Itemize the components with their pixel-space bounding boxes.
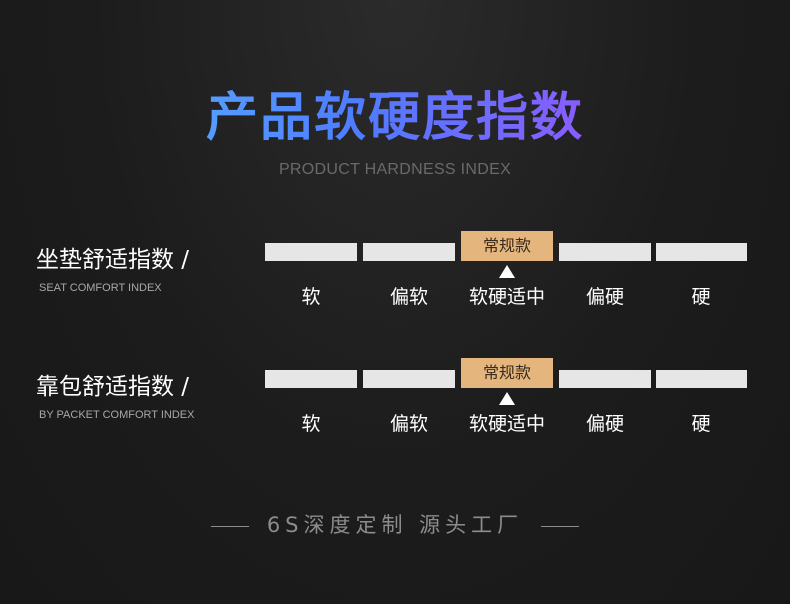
page-subtitle: PRODUCT HARDNESS INDEX	[278, 161, 512, 178]
scale-tick-label: 软	[301, 413, 321, 435]
seat-comfort-sublabel: SEAT COMFORT INDEX	[39, 282, 162, 294]
back-cushion-comfort-label: 靠包舒适指数 /	[36, 374, 190, 400]
scale-tick-label: 偏硬	[585, 413, 624, 435]
scale-tick-label: 软硬适中	[468, 286, 545, 308]
footer-text: 6S深度定制 源头工厂	[266, 513, 524, 537]
scale-bar-active-regular: 常规款	[461, 231, 553, 261]
page-title: 产品软硬度指数	[0, 86, 790, 150]
scale-bar-soft	[265, 370, 357, 388]
scale-tick-label: 硬	[691, 413, 711, 435]
scale-bar-hard	[656, 243, 747, 261]
back-cushion-comfort-sublabel: BY PACKET COMFORT INDEX	[39, 409, 195, 421]
scale-tick-label: 偏软	[389, 286, 428, 308]
scale-tick-label: 偏硬	[585, 286, 624, 308]
scale-bar-medium-hard	[559, 243, 651, 261]
footer-slogan: 6S深度定制 源头工厂	[0, 509, 790, 539]
scale-bar-medium-soft	[363, 243, 455, 261]
indicator-triangle-icon	[499, 265, 515, 278]
scale-bar-hard	[656, 370, 747, 388]
indicator-triangle-icon	[499, 392, 515, 405]
footer-divider-right	[540, 525, 579, 527]
scale-tick-label: 硬	[691, 286, 711, 308]
scale-bar-medium-soft	[363, 370, 455, 388]
seat-comfort-label: 坐垫舒适指数 /	[36, 247, 190, 273]
scale-bar-medium-hard	[559, 370, 651, 388]
scale-tick-label: 软硬适中	[468, 413, 545, 435]
scale-tick-label: 软	[301, 286, 321, 308]
scale-bar-soft	[265, 243, 357, 261]
scale-tick-label: 偏软	[389, 413, 428, 435]
scale-bar-active-regular: 常规款	[461, 358, 553, 388]
footer-divider-left	[211, 525, 250, 527]
